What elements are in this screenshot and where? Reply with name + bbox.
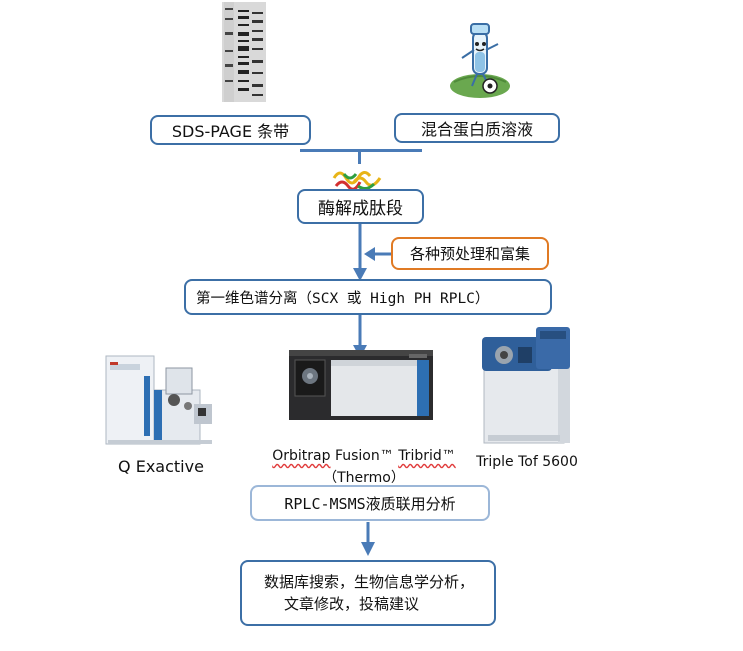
orbitrap-fusion-instrument-image (289, 350, 433, 420)
rplc-msms-analysis-box: RPLC-MSMS液质联用分析 (250, 485, 490, 521)
first-dimension-separation-box: 第一维色谱分离（SCX 或 High PH RPLC） (184, 279, 552, 315)
orbitrap-maker-caption: （Thermo） (323, 470, 405, 486)
triple-tof-instrument-image (482, 327, 570, 444)
protein-mixture-label: 混合蛋白质溶液 (420, 120, 533, 139)
q-exactive-caption: Q Exactive (118, 457, 204, 476)
orbitrap-fusion-caption: Orbitrap Fusion™ Tribrid™ (266, 448, 462, 464)
enzymatic-digestion-label: 酶解成肽段 (318, 199, 403, 219)
sds-page-gel-image (222, 2, 266, 102)
enzymatic-digestion-box: 酶解成肽段 (297, 189, 424, 224)
orbitrap-fusion-text: Fusion™ (330, 448, 399, 464)
protein-mixture-box: 混合蛋白质溶液 (394, 113, 560, 143)
bioinformatics-line-1: 数据库搜索，生物信息学分析， (264, 573, 475, 591)
triple-tof-caption: Triple Tof 5600 (476, 454, 578, 470)
orbitrap-tribrid-text: Tribrid™ (398, 448, 456, 464)
bioinformatics-box: 数据库搜索，生物信息学分析， 文章修改，投稿建议 (240, 560, 496, 626)
merge-vertical-line (358, 150, 361, 164)
orbitrap-name: Orbitrap (272, 448, 331, 464)
protein-tube-mascot-image (450, 23, 510, 98)
bioinformatics-line-2: 文章修改，投稿建议 (284, 595, 420, 613)
q-exactive-instrument-image (105, 355, 212, 445)
merge-horizontal-line (300, 149, 422, 152)
arrow-digest-to-separation (353, 224, 367, 281)
first-dimension-separation-label: 第一维色谱分离（SCX 或 High PH RPLC） (196, 290, 490, 307)
peptide-fragments-icon (332, 171, 382, 191)
arrow-pretreat-merge (364, 247, 391, 261)
arrow-analysis-to-bioinformatics (361, 522, 375, 556)
pretreatment-enrichment-label: 各种预处理和富集 (409, 245, 530, 263)
sds-page-band-label: SDS-PAGE 条带 (171, 122, 290, 141)
pretreatment-enrichment-box: 各种预处理和富集 (391, 237, 549, 270)
sds-page-band-box: SDS-PAGE 条带 (150, 115, 311, 145)
rplc-msms-analysis-label: RPLC-MSMS液质联用分析 (284, 494, 456, 513)
